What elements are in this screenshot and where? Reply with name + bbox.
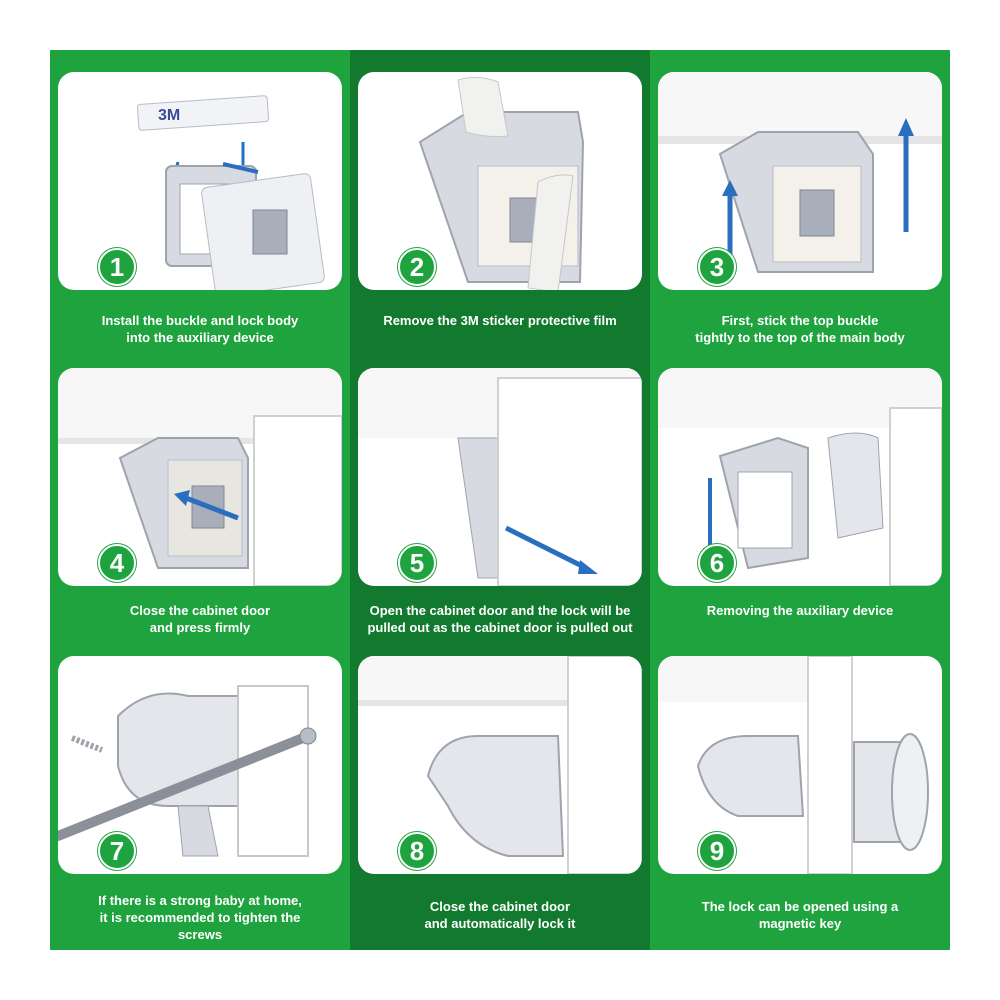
step-8-illustration (358, 656, 642, 874)
step-9-panel: 9 (658, 656, 942, 874)
step-1-illustration: 3M (136, 95, 325, 290)
step-2-illustration (418, 76, 585, 290)
step-9-number: 9 (698, 832, 736, 870)
step-5-number: 5 (398, 544, 436, 582)
step-7-illustration (58, 685, 317, 857)
step-4-panel: 4 (58, 368, 342, 586)
step-2-panel: 2 (358, 72, 642, 290)
step-5-panel: 5 (358, 368, 642, 586)
step-1-panel: 3M 1 (58, 72, 342, 290)
step-9-illustration (658, 656, 929, 874)
step-1-caption: Install the buckle and lock body into th… (101, 313, 299, 345)
step-8-number: 8 (398, 832, 436, 870)
step-4-caption: Close the cabinet door and press firmly (129, 603, 271, 635)
step-2-number: 2 (398, 248, 436, 286)
step-6-caption: Removing the auxiliary device (706, 603, 894, 618)
step-3-panel: 3 (658, 72, 942, 290)
step-8-panel: 8 (358, 656, 642, 874)
step-5-caption: Open the cabinet door and the lock will … (367, 603, 633, 635)
step-7-caption: If there is a strong baby at home, it is… (98, 893, 302, 942)
sticker-label: 3M (158, 107, 180, 124)
step-8-caption: Close the cabinet door and automatically… (424, 899, 576, 931)
step-9-caption: The lock can be opened using a magnetic … (701, 899, 899, 931)
step-3-illustration (658, 72, 942, 273)
step-6-panel: 6 (658, 368, 942, 586)
step-4-number: 4 (98, 544, 136, 582)
step-2-caption: Remove the 3M sticker protective film (383, 313, 617, 328)
step-1-number: 1 (98, 248, 136, 286)
step-5-illustration (358, 368, 642, 586)
step-6-number: 6 (698, 544, 736, 582)
step-6-illustration (658, 368, 942, 586)
step-7-panel: 7 (58, 656, 342, 874)
step-3-caption: First, stick the top buckle tightly to t… (695, 313, 905, 345)
step-4-illustration (58, 368, 342, 586)
step-3-number: 3 (698, 248, 736, 286)
instruction-board: 3M 1 2 (50, 50, 950, 950)
step-7-number: 7 (98, 832, 136, 870)
